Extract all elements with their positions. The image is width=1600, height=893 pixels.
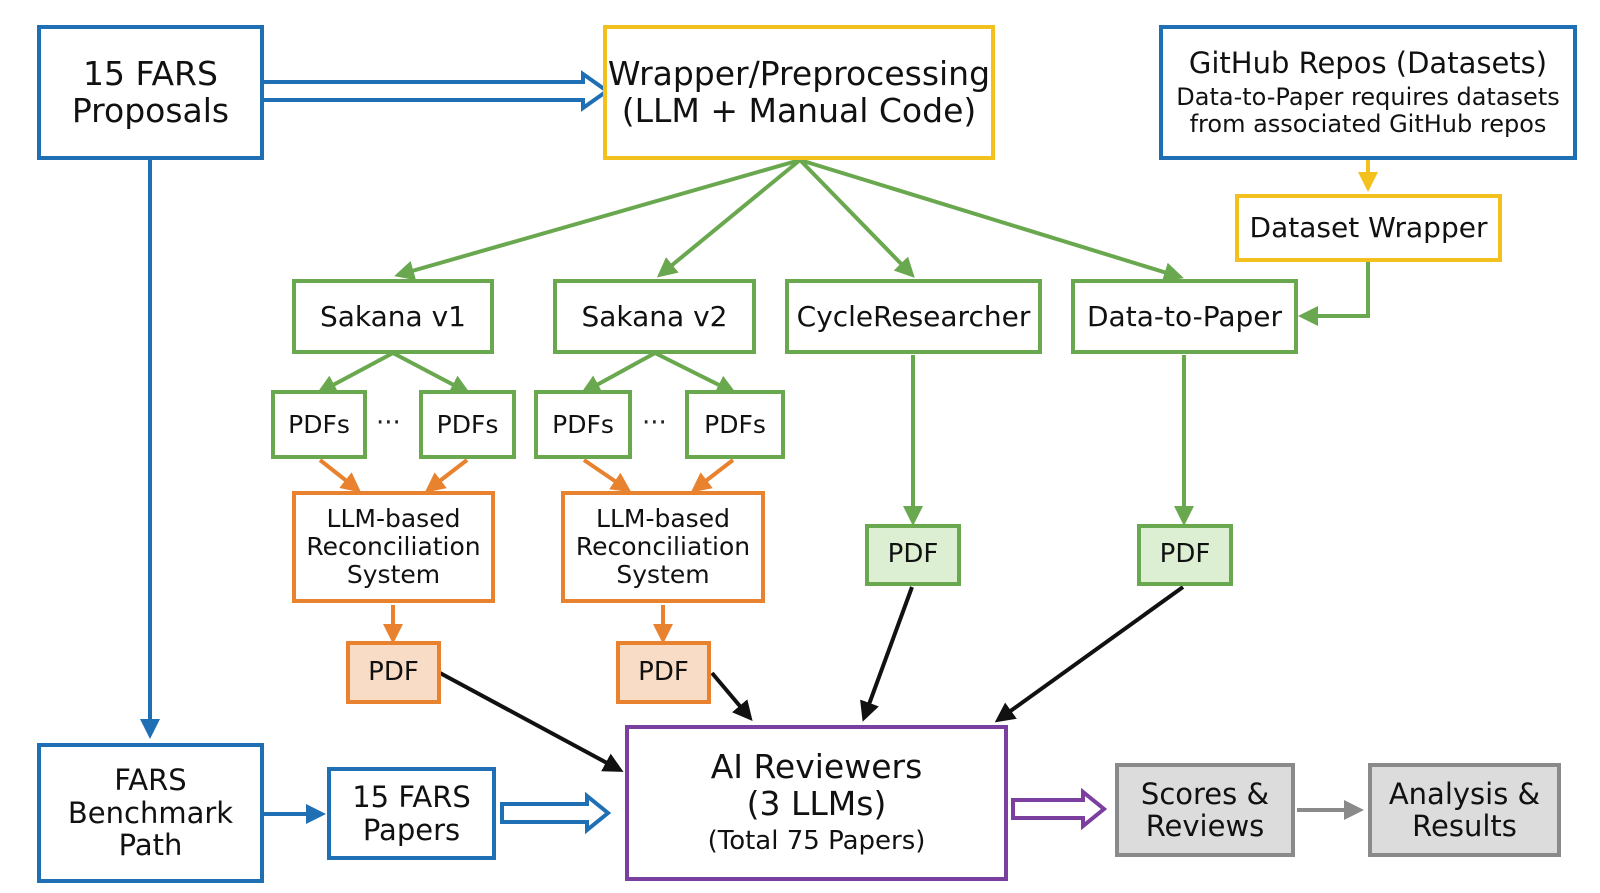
arrow-proposals-to-wrapper [260,70,611,112]
reconciliation-line1: LLM-based [596,504,730,533]
cycleresearcher-label: CycleResearcher [796,299,1031,333]
wrapper-line1: Wrapper/Preprocessing [607,53,991,93]
arrow-sakana-v2-to-pdfs-b [654,351,737,394]
arrow-sakana-v1-to-pdfs-b [392,351,471,394]
ellipsis-v1: ··· [376,408,401,438]
pdf-label: PDF [1159,539,1211,570]
pdf-box-data-to-paper: PDF [1137,524,1233,586]
fars-proposals-line2: Proposals [71,90,230,130]
sakana-v2-label: Sakana v2 [581,299,728,333]
data-to-paper-box: Data-to-Paper [1071,279,1298,354]
arrow-sakana-v1-to-pdfs-a [316,351,394,394]
arrow-pdfs-b-to-reconciliation-v2 [690,458,735,493]
arrow-papers-to-reviewers [500,791,612,835]
wrapper-preprocessing-box: Wrapper/Preprocessing (LLM + Manual Code… [603,25,995,160]
scores-line2: Reviews [1145,809,1265,843]
dataset-wrapper-box: Dataset Wrapper [1235,194,1502,262]
arrow-wrapper-to-data-to-paper [799,158,1184,282]
fars-benchmark-line2: Benchmark [67,795,234,830]
arrow-pdf-d2p-to-reviewers [994,585,1185,723]
fars-benchmark-line3: Path [118,828,183,863]
arrow-wrapper-to-sakana-v1 [394,158,801,281]
cycleresearcher-box: CycleResearcher [785,279,1042,354]
github-repos-box: GitHub Repos (Datasets) Data-to-Paper re… [1159,25,1577,160]
fars-benchmark-path-box: FARS Benchmark Path [37,743,264,883]
analysis-results-box: Analysis & Results [1368,763,1561,857]
arrow-dataset-wrapper-to-data-to-paper [1298,262,1370,326]
analysis-line1: Analysis & [1388,776,1541,811]
github-title: GitHub Repos (Datasets) [1188,46,1548,81]
fars-proposals-box: 15 FARS Proposals [37,25,264,160]
reconciliation-v1-box: LLM-based Reconciliation System [292,491,495,603]
pdfs-box-v1-b: PDFs [419,390,516,459]
fars-papers-box: 15 FARS Papers [327,767,496,860]
ellipsis-v2: ··· [642,408,667,438]
github-line2: from associated GitHub repos [1189,109,1547,138]
fars-papers-line2: Papers [362,812,461,847]
arrow-pdf-v1-to-reviewers [439,671,624,772]
ai-reviewers-box: AI Reviewers (3 LLMs) (Total 75 Papers) [625,725,1008,881]
reconciliation-line1: LLM-based [326,504,461,533]
sakana-v1-box: Sakana v1 [292,279,494,354]
arrow-pdf-cycle-to-reviewers [860,586,914,722]
reconciliation-line2: Reconciliation [306,532,481,561]
arrow-pdfs-b-to-reconciliation-v1 [424,458,469,493]
pdfs-label: PDFs [288,409,350,439]
scores-reviews-box: Scores & Reviews [1115,763,1295,857]
ai-reviewers-line3: (Total 75 Papers) [707,826,926,857]
pdf-box-cycleresearcher: PDF [865,524,961,586]
wrapper-line2: (LLM + Manual Code) [621,90,977,130]
sakana-v1-label: Sakana v1 [319,299,466,333]
ai-reviewers-line2: (3 LLMs) [746,784,887,824]
pdfs-label: PDFs [704,409,766,439]
pdfs-label: PDFs [436,409,499,439]
dataset-wrapper-label: Dataset Wrapper [1249,211,1488,245]
scores-line1: Scores & [1140,776,1270,811]
pdfs-box-v2-b: PDFs [685,390,785,459]
arrow-wrapper-to-cycleresearcher [798,158,915,278]
fars-papers-line1: 15 FARS [352,780,471,815]
pdfs-label: PDFs [552,409,614,439]
fars-benchmark-line1: FARS [114,763,187,798]
analysis-line2: Results [1412,809,1517,843]
arrow-reviewers-to-scores [1011,787,1108,831]
pdfs-box-v1-a: PDFs [271,390,367,459]
github-line1: Data-to-Paper requires datasets [1176,82,1560,111]
arrow-sakana-v2-to-pdfs-a [580,351,656,394]
reconciliation-v2-box: LLM-based Reconciliation System [561,491,765,603]
ai-reviewers-line1: AI Reviewers [710,747,923,787]
arrow-pdfs-a-to-reconciliation-v2 [582,458,632,493]
pdf-label: PDF [638,656,689,687]
sakana-v2-box: Sakana v2 [553,279,756,354]
data-to-paper-label: Data-to-Paper [1087,299,1282,333]
pdf-label: PDF [887,539,939,570]
reconciliation-line2: Reconciliation [575,532,751,561]
pdfs-box-v2-a: PDFs [534,390,632,459]
pdf-box-sakana-v1: PDF [346,641,441,704]
reconciliation-line3: System [616,560,710,589]
reconciliation-line3: System [346,560,441,589]
arrow-wrapper-to-sakana-v2 [656,158,802,278]
arrow-pdfs-a-to-reconciliation-v1 [318,458,362,493]
pdf-label: PDF [368,656,419,687]
fars-proposals-line1: 15 FARS [83,53,218,93]
arrow-pdf-v2-to-reviewers [710,671,753,722]
pdf-box-sakana-v2: PDF [616,641,711,704]
